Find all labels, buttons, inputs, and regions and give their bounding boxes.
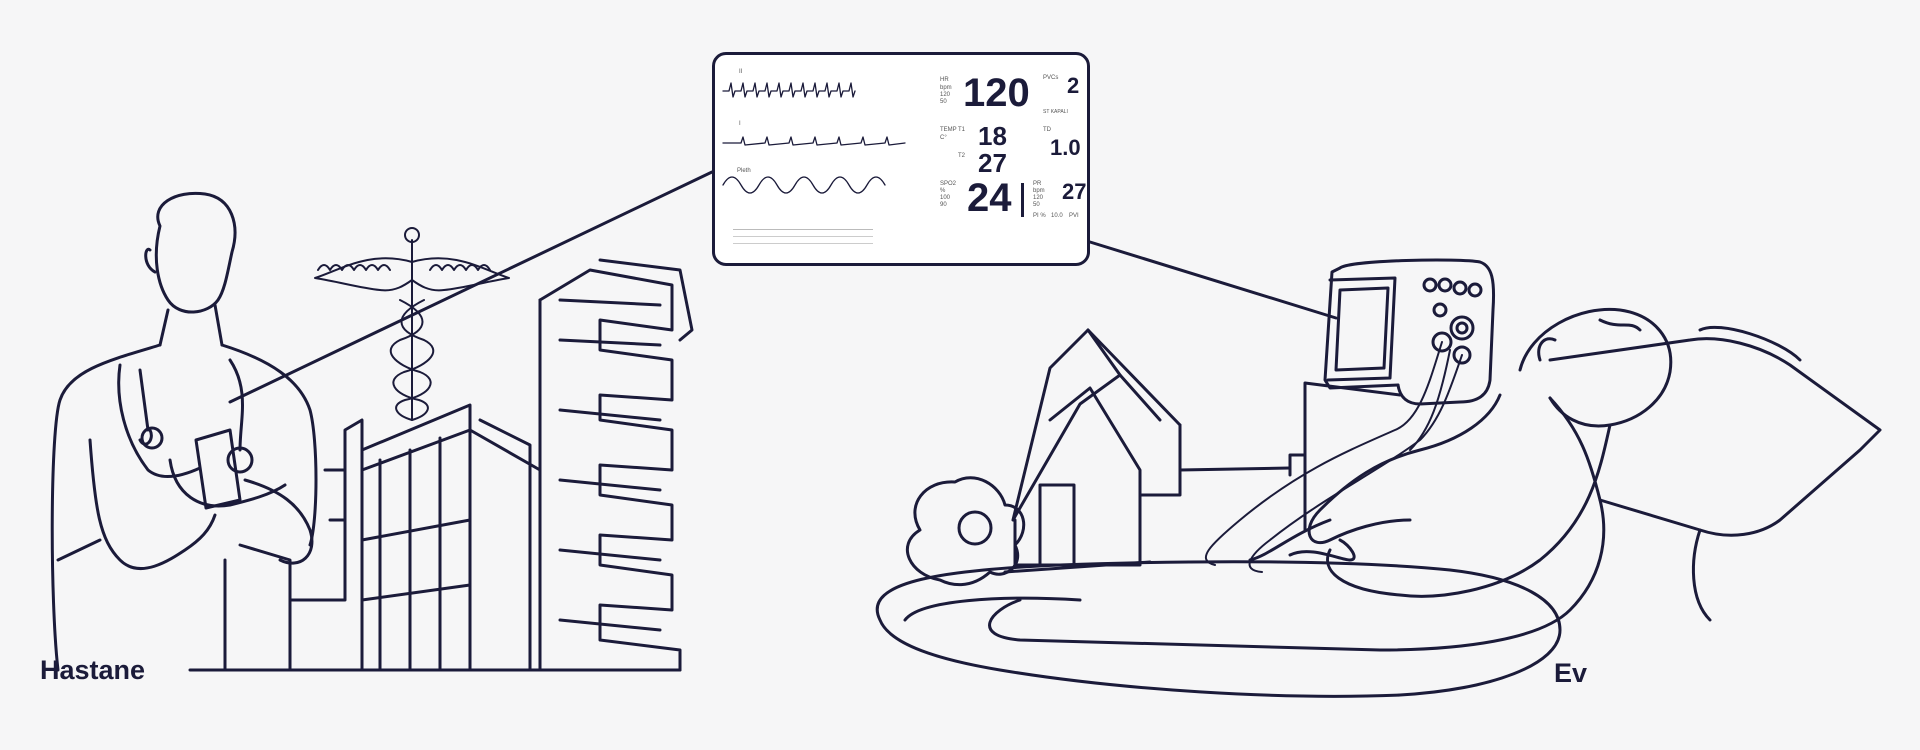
st-status: ST KAPALI (1043, 109, 1068, 115)
ecg-waveform-2 (722, 136, 906, 146)
ecg-waveform-1 (722, 82, 856, 98)
connector-line-to-hospital (228, 170, 714, 404)
pi-label: PI % (1033, 213, 1046, 219)
t2-value: 27 (978, 148, 1007, 178)
spo2-bar-indicator (1021, 183, 1024, 217)
hr-value: 120 (963, 71, 1030, 115)
t1-label: T1 (958, 127, 966, 133)
caduceus-icon (314, 227, 510, 421)
patient-outline-trail (1248, 518, 1332, 562)
pr-value: 27 (1062, 179, 1087, 204)
spo2-high-limit: 100 (940, 195, 951, 201)
hr-low-limit: 50 (940, 99, 947, 105)
spo2-value: 24 (967, 176, 1012, 220)
pvcs-value: 2 (1067, 73, 1080, 98)
pleth-label: Pleth (737, 168, 751, 174)
pvi-label: PVI (1069, 213, 1079, 219)
hr-high-limit: 120 (940, 92, 951, 98)
spo2-low-limit: 90 (940, 202, 947, 208)
t1-value: 18 (978, 121, 1007, 151)
vitals-monitor-panel: II I Pleth HR bpm 120 50 120 PVCs 2 ST K… (712, 52, 1090, 266)
temp-label: TEMP (940, 127, 957, 133)
td-label: TD (1043, 127, 1051, 133)
doctor-figure (50, 191, 318, 672)
fine-print-rows (733, 223, 873, 244)
pleth-waveform (722, 176, 886, 194)
house-icon (1003, 328, 1292, 574)
hospital-caption: Hastane (40, 655, 146, 685)
hr-label: HR (940, 77, 949, 83)
home-caption: Ev (1554, 658, 1588, 688)
pr-high-limit: 120 (1033, 195, 1044, 201)
spo2-unit: % (940, 188, 946, 194)
pr-label: PR (1033, 181, 1042, 187)
spo2-label: SPO2 (940, 181, 957, 187)
waveforms (722, 82, 1024, 217)
pr-low-limit: 50 (1033, 202, 1040, 208)
pr-unit: bpm (1033, 188, 1045, 194)
home-monitor-device (1288, 258, 1496, 532)
monitor-cables (1204, 341, 1463, 573)
patient-in-bed (875, 307, 1882, 698)
bush-icon (906, 476, 1026, 587)
ecg-lead-2-label: I (739, 121, 741, 127)
t2-label: T2 (958, 153, 966, 159)
connector-line-to-home (1088, 240, 1338, 320)
pi-value: 10.0 (1051, 213, 1063, 219)
ecg-lead-1-label: II (739, 69, 743, 75)
hospital-building (288, 258, 694, 672)
hr-unit: bpm (940, 85, 952, 91)
temp-unit: C° (940, 135, 947, 141)
td-value: 1.0 (1050, 135, 1081, 160)
pvcs-label: PVCs (1043, 75, 1059, 81)
